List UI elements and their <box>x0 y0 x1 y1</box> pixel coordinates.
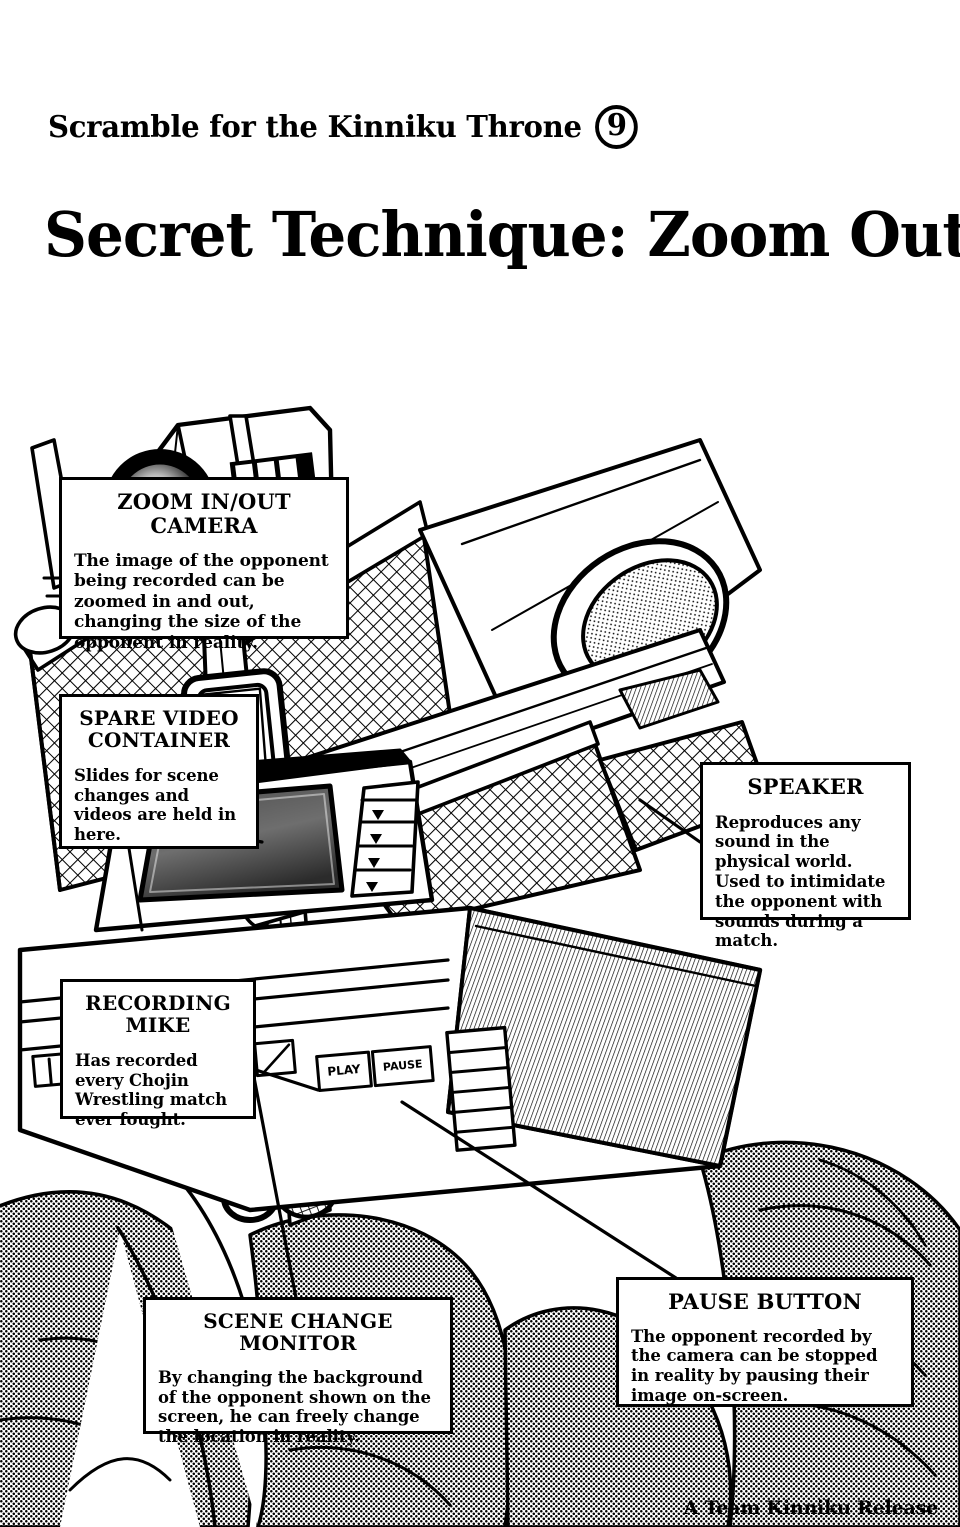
release-credit: A Team Kinniku Release <box>683 1497 939 1519</box>
callout-title: SPARE VIDEO CONTAINER <box>79 706 239 753</box>
callout-body: The image of the opponent being recorded… <box>74 551 329 653</box>
callout-title: PAUSE BUTTON <box>668 1289 862 1314</box>
play-button-label: PLAY <box>327 1062 362 1079</box>
callout-body: Has recorded every Chojin Wrestling matc… <box>75 1050 228 1130</box>
callout-title: SPEAKER <box>747 774 864 799</box>
chapter-heading: Scramble for the Kinniku Throne 9 <box>48 105 639 149</box>
series-title: Scramble for the Kinniku Throne <box>48 109 582 145</box>
callout-zoom-camera: ZOOM IN/OUT CAMERA The image of the oppo… <box>59 477 349 653</box>
callout-recording-mike: RECORDING MIKE Has recorded every Chojin… <box>60 979 256 1129</box>
pause-button-label: PAUSE <box>382 1057 423 1073</box>
callout-title: RECORDING MIKE <box>85 991 231 1038</box>
callout-body: Reproduces any sound in the physical wor… <box>715 812 886 951</box>
callout-scene-change-monitor: SCENE CHANGE MONITOR By changing the bac… <box>143 1297 453 1446</box>
chapter-number-badge: 9 <box>595 105 639 149</box>
callout-body: Slides for scene changes and videos are … <box>74 765 237 845</box>
callout-spare-video-container: SPARE VIDEO CONTAINER Slides for scene c… <box>59 694 259 849</box>
callout-title: ZOOM IN/OUT CAMERA <box>117 489 291 538</box>
page-title: Secret Technique: Zoom Out! <box>44 198 960 271</box>
callout-speaker: SPEAKER Reproduces any sound in the phys… <box>700 762 911 950</box>
callout-title: SCENE CHANGE MONITOR <box>203 1309 393 1356</box>
callout-pause-button: PAUSE BUTTON The opponent recorded by th… <box>616 1277 914 1407</box>
callout-body: The opponent recorded by the camera can … <box>631 1326 878 1405</box>
callout-body: By changing the background of the oppone… <box>158 1367 431 1447</box>
